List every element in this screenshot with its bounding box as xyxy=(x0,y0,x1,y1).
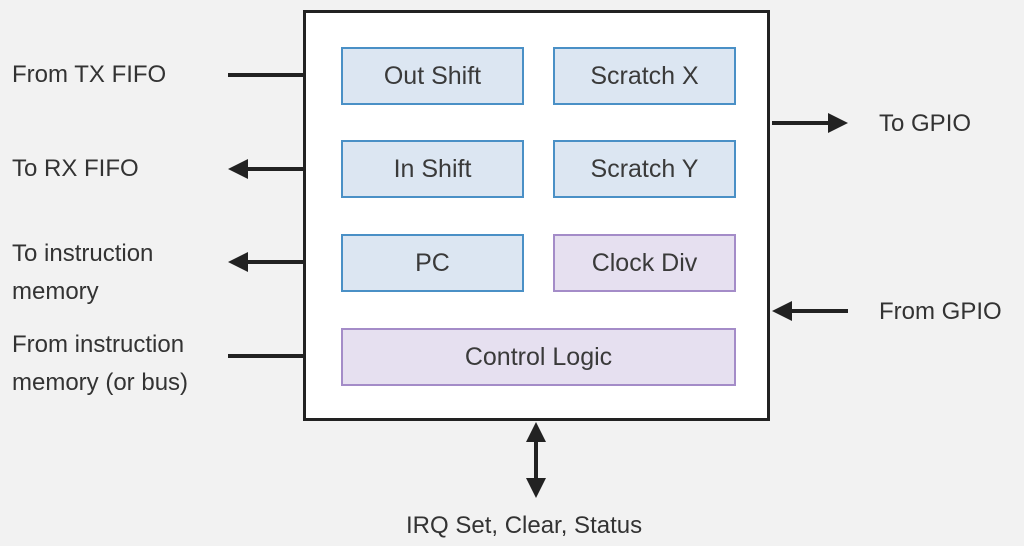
to-instruction-memory-label: To instruction memory xyxy=(12,235,153,311)
from-tx-fifo-label: From TX FIFO xyxy=(12,61,167,88)
irq-label: IRQ Set, Clear, Status xyxy=(406,512,643,539)
from-gpio-label: From GPIO xyxy=(879,298,1002,325)
scratch-x-register: Scratch X xyxy=(553,47,736,105)
pc-register: PC xyxy=(341,234,524,292)
from-instruction-memory-line-1: From instruction xyxy=(12,331,185,358)
to-gpio-label: To GPIO xyxy=(879,110,972,137)
clock-div-block: Clock Div xyxy=(553,234,736,292)
from-instruction-memory-label: From instruction memory (or bus) xyxy=(12,326,188,402)
control-logic-block: Control Logic xyxy=(341,328,736,386)
scratch-y-register: Scratch Y xyxy=(553,140,736,198)
from-instruction-memory-line-2: memory (or bus) xyxy=(12,369,189,396)
in-shift-register: In Shift xyxy=(341,140,524,198)
to-rx-fifo-label: To RX FIFO xyxy=(12,155,139,182)
to-instruction-memory-line-2: memory xyxy=(12,278,99,305)
to-instruction-memory-line-1: To instruction xyxy=(12,240,154,267)
out-shift-register: Out Shift xyxy=(341,47,524,105)
